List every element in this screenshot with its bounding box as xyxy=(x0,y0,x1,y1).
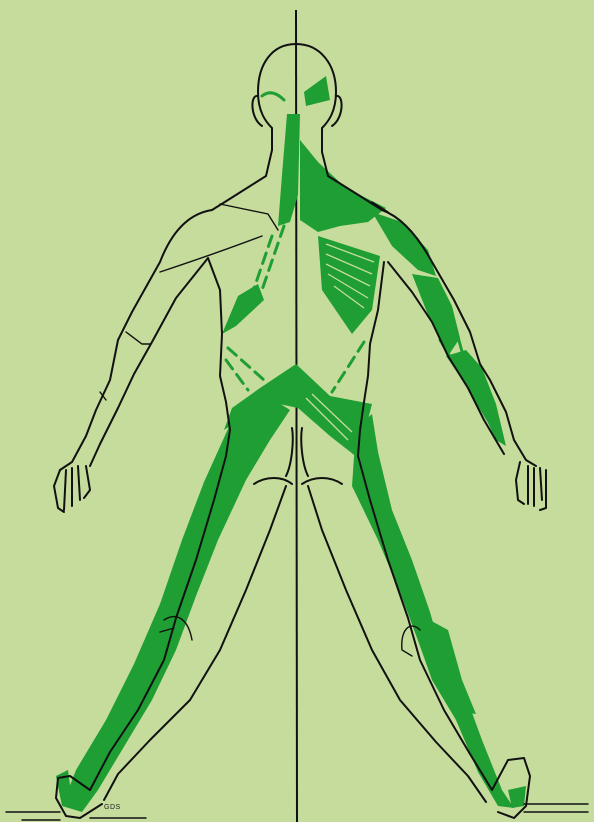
right-arm-inner xyxy=(388,262,504,454)
left-scapula xyxy=(220,204,278,230)
neck-left xyxy=(212,150,272,210)
right-hand xyxy=(516,462,546,510)
left-elbow xyxy=(126,332,150,344)
left-leg-chain xyxy=(62,396,290,812)
deltoid-right xyxy=(372,212,436,276)
occipital-muscle-right xyxy=(304,76,330,106)
ground-line-right xyxy=(524,804,588,812)
left-hand xyxy=(54,466,90,512)
deep-muscle-line xyxy=(332,342,364,392)
occipital-muscle-left xyxy=(262,93,284,100)
latissimus-left xyxy=(222,284,264,334)
artist-signature: GDS xyxy=(104,804,121,811)
scapula-right xyxy=(318,236,380,334)
muscle-chain xyxy=(56,76,526,812)
left-arm-inner xyxy=(90,258,208,466)
ground-line-left xyxy=(6,812,146,820)
deep-muscle-line xyxy=(228,348,264,380)
upper-arm-right xyxy=(412,274,460,356)
right-leg-chain xyxy=(352,414,514,808)
